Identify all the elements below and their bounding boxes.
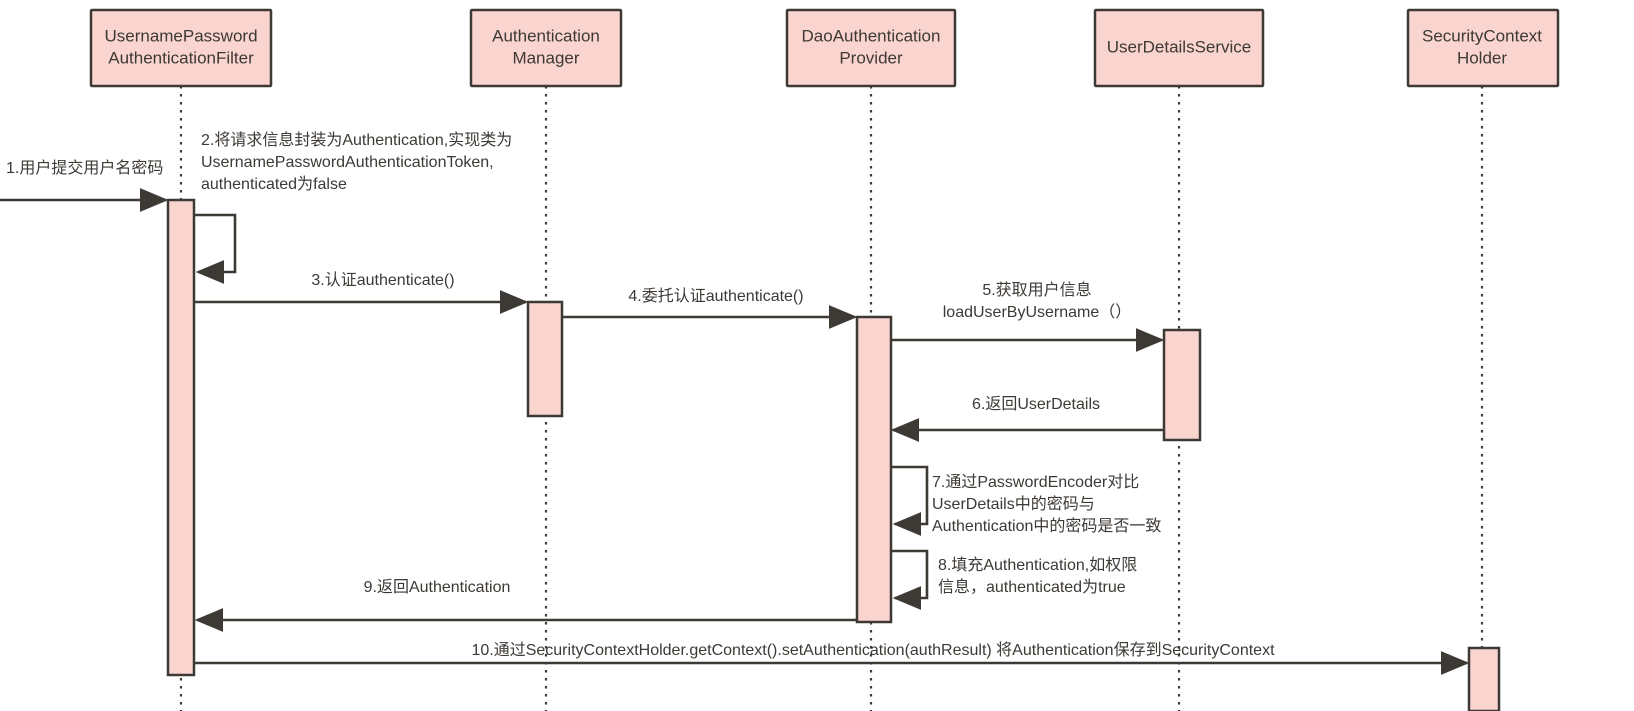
message-3[interactable]: 3.认证authenticate() xyxy=(194,271,529,314)
participant-provider[interactable]: DaoAuthentication Provider xyxy=(785,8,957,88)
participant-manager[interactable]: Authentication Manager xyxy=(469,8,623,88)
message-1[interactable]: 1.用户提交用户名密码 xyxy=(0,159,169,212)
participant-label-securitycontextholder-line2: Holder xyxy=(1457,48,1507,67)
activation-provider xyxy=(855,315,893,624)
message-8-arrow xyxy=(891,549,929,610)
participant-label-provider-line2: Provider xyxy=(839,48,903,67)
activation-manager xyxy=(526,300,564,418)
message-10-label: 10.通过SecurityContextHolder.getContext().… xyxy=(471,641,1275,659)
message-1-label: 1.用户提交用户名密码 xyxy=(6,159,163,177)
message-2-arrow xyxy=(194,213,237,284)
participant-securitycontextholder[interactable]: SecurityContext Holder xyxy=(1406,8,1560,88)
message-7-arrow xyxy=(891,465,929,536)
message-6[interactable]: 6.返回UserDetails xyxy=(890,395,1164,442)
participant-label-userdetailsservice-line1: UserDetailsService xyxy=(1107,37,1252,56)
participant-filter[interactable]: UsernamePassword AuthenticationFilter xyxy=(89,8,273,88)
message-2-label-line1: 2.将请求信息封装为Authentication,实现类为 xyxy=(201,131,512,149)
activation-filter xyxy=(166,198,196,677)
message-9-label: 9.返回Authentication xyxy=(364,578,511,596)
message-6-label: 6.返回UserDetails xyxy=(972,395,1100,413)
message-7[interactable]: 7.通过PasswordEncoder对比 UserDetails中的密码与 A… xyxy=(891,465,1161,536)
message-7-label-line2: UserDetails中的密码与 xyxy=(932,495,1095,513)
participant-label-filter-line1: UsernamePassword xyxy=(104,26,257,45)
message-5-label-line2: loadUserByUsername（） xyxy=(943,303,1132,321)
message-7-label-line3: Authentication中的密码是否一致 xyxy=(932,517,1161,535)
participant-box-securitycontextholder[interactable] xyxy=(1406,8,1560,88)
lifelines xyxy=(179,86,1484,711)
message-8[interactable]: 8.填充Authentication,如权限 信息，authenticated为… xyxy=(891,549,1137,610)
participant-label-provider-line1: DaoAuthentication xyxy=(802,26,941,45)
message-3-label: 3.认证authenticate() xyxy=(311,271,454,289)
participant-label-manager-line1: Authentication xyxy=(492,26,600,45)
participant-box-filter[interactable] xyxy=(89,8,273,88)
participant-box-provider[interactable] xyxy=(785,8,957,88)
message-9[interactable]: 9.返回Authentication xyxy=(194,578,857,632)
activation-holder xyxy=(1467,646,1501,711)
message-2-label-line2: UsernamePasswordAuthenticationToken, xyxy=(201,154,494,171)
message-4[interactable]: 4.委托认证authenticate() xyxy=(562,287,858,329)
participant-label-filter-line2: AuthenticationFilter xyxy=(108,48,254,67)
participant-box-userdetailsservice[interactable] xyxy=(1093,8,1265,88)
activation-uds xyxy=(1162,328,1202,442)
message-10[interactable]: 10.通过SecurityContextHolder.getContext().… xyxy=(194,641,1470,675)
activation-bars xyxy=(166,198,1501,711)
participant-userdetailsservice[interactable]: UserDetailsService xyxy=(1093,8,1265,88)
message-2[interactable]: 2.将请求信息封装为Authentication,实现类为 UsernamePa… xyxy=(194,131,512,284)
message-8-label-line2: 信息，authenticated为true xyxy=(938,578,1126,596)
message-5-label-line1: 5.获取用户信息 xyxy=(982,281,1091,299)
participant-label-securitycontextholder-line1: SecurityContext xyxy=(1422,26,1542,45)
participant-label-manager-line2: Manager xyxy=(512,48,579,67)
participant-box-manager[interactable] xyxy=(469,8,623,88)
message-2-label-line3: authenticated为false xyxy=(201,175,347,193)
message-8-label-line1: 8.填充Authentication,如权限 xyxy=(938,556,1137,574)
message-5[interactable]: 5.获取用户信息 loadUserByUsername（） xyxy=(891,281,1165,352)
message-7-label-line1: 7.通过PasswordEncoder对比 xyxy=(932,473,1139,491)
message-4-label: 4.委托认证authenticate() xyxy=(628,287,803,305)
